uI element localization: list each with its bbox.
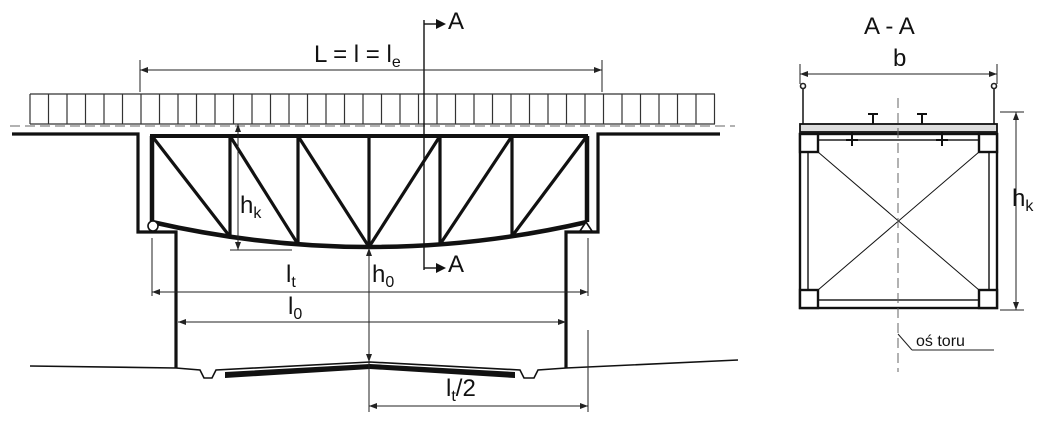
truss-diagonal — [228, 135, 300, 246]
track-axis-leader — [897, 333, 913, 351]
truss-height-dimension — [230, 124, 292, 251]
section-height-dimension — [1000, 111, 1024, 311]
section-title: A - A — [864, 13, 915, 40]
span-dimension — [139, 60, 603, 92]
section-cut-line — [423, 19, 446, 273]
clear-span-dimension — [178, 319, 566, 325]
roller-support — [147, 220, 159, 232]
pin-support — [578, 220, 594, 232]
truss — [149, 134, 590, 250]
theoretical-span-label: lt — [286, 261, 296, 291]
box-frame — [798, 132, 999, 310]
half-span-dimension — [368, 330, 589, 412]
abutments — [12, 132, 720, 368]
truss-height-label: hk — [240, 192, 262, 222]
section-label-top: A — [448, 8, 464, 35]
section-height-label: hk — [1012, 185, 1034, 215]
cross-section-view: A - A b — [798, 13, 1034, 372]
truss-diagonal — [150, 135, 232, 238]
theoretical-span-dimension — [151, 238, 589, 296]
clear-span-label: l0 — [288, 293, 302, 323]
riverbed — [225, 364, 515, 378]
track-axis-label: oś toru — [916, 333, 965, 350]
width-dimension — [799, 64, 998, 84]
truss-diagonal — [510, 135, 589, 238]
truss-diagonal — [438, 135, 514, 246]
center-height-label: h0 — [372, 261, 394, 291]
width-label: b — [893, 45, 906, 72]
railings — [799, 82, 998, 124]
truss-diagonal — [296, 135, 371, 248]
section-label-bottom: A — [448, 251, 464, 278]
ground — [29, 359, 739, 379]
span-label: L = l = le — [314, 41, 401, 71]
truss-diagonal — [367, 135, 442, 248]
center-height-dimension — [366, 248, 372, 362]
sleepers — [29, 93, 716, 125]
half-span-label: lt/2 — [446, 375, 476, 405]
elevation-view: A A L = l = le hk h0 — [10, 8, 739, 412]
